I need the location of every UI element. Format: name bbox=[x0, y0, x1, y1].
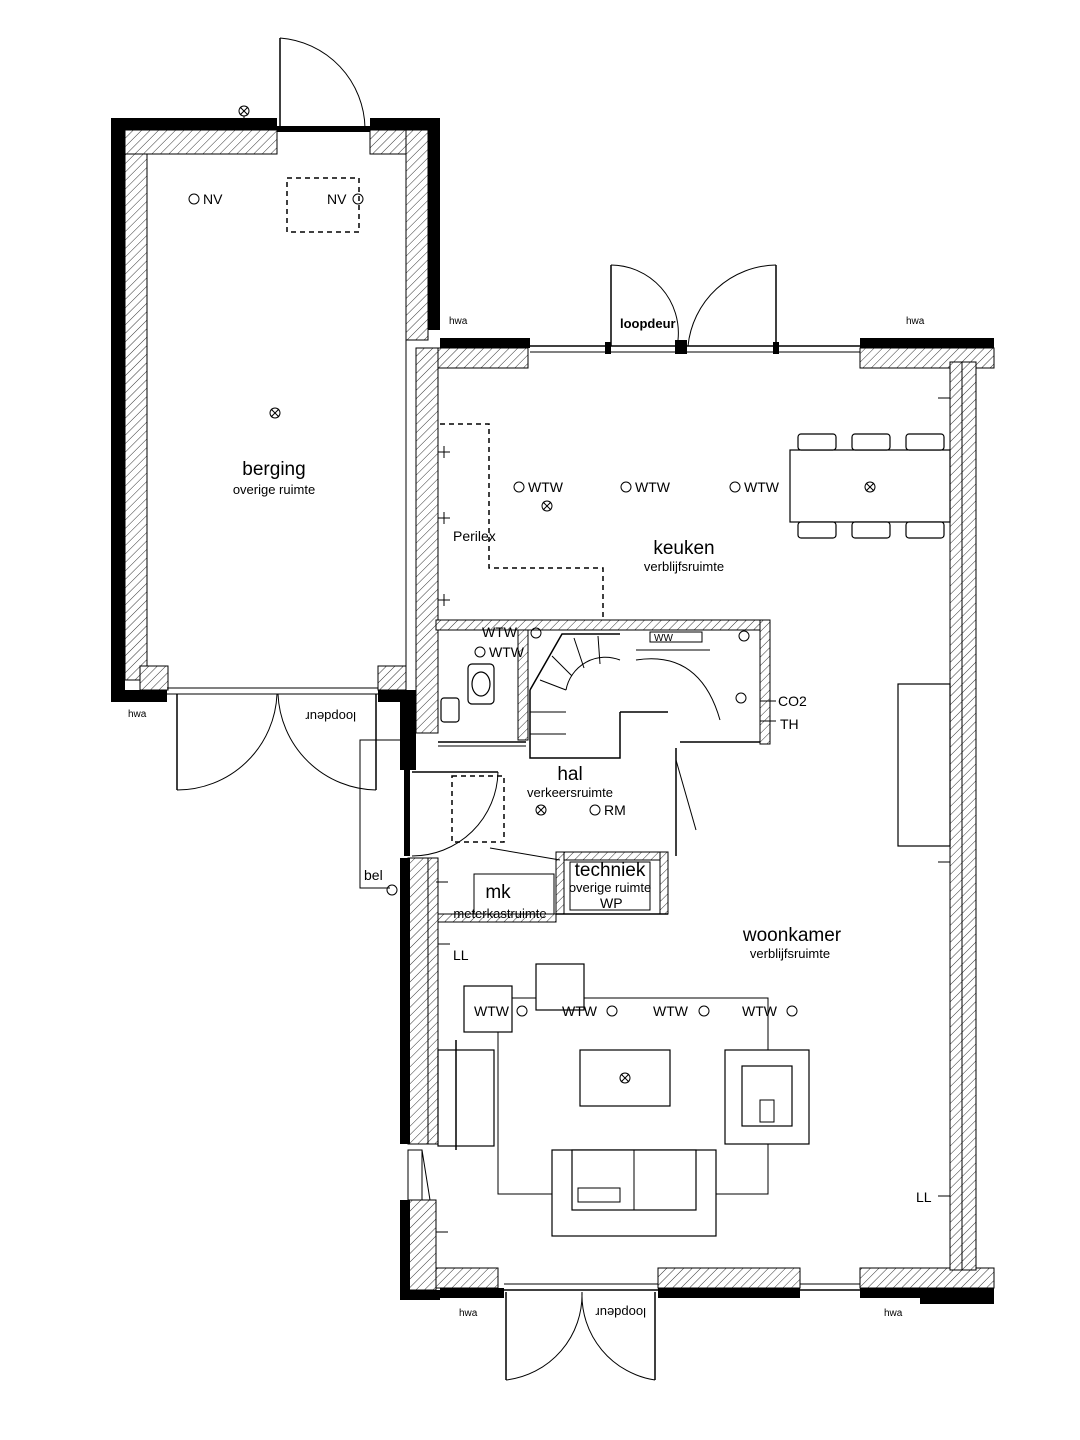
svg-text:WW: WW bbox=[654, 633, 673, 644]
svg-text:WTW: WTW bbox=[635, 479, 671, 495]
hwa-label-3: hwa bbox=[906, 316, 925, 327]
toilet bbox=[440, 663, 495, 723]
hal-inner-door[interactable] bbox=[675, 748, 697, 856]
svg-text:hal: hal bbox=[557, 764, 582, 785]
ll-outlet-right: LL bbox=[916, 1189, 950, 1205]
hwa-label-5: hwa bbox=[884, 1308, 903, 1319]
svg-text:RM: RM bbox=[604, 802, 626, 818]
woonkamer-label: woonkamer verblijfsruimte bbox=[742, 925, 842, 961]
berging-bottom-doors[interactable] bbox=[167, 687, 378, 791]
svg-text:mk: mk bbox=[485, 882, 511, 903]
wtw-vent-woonkamer-4: WTW bbox=[742, 1003, 798, 1019]
svg-text:verblijfsruimte: verblijfsruimte bbox=[750, 946, 830, 961]
svg-text:bel: bel bbox=[364, 867, 383, 883]
svg-text:LL: LL bbox=[916, 1189, 932, 1205]
main-walls bbox=[400, 338, 995, 1304]
svg-text:NV: NV bbox=[327, 191, 347, 207]
svg-text:WP: WP bbox=[600, 895, 623, 911]
core-walls bbox=[435, 619, 771, 747]
side-table-1 bbox=[463, 985, 513, 1033]
berging-hatch bbox=[286, 177, 360, 233]
wtw-vent-toilet: WTW WTW bbox=[474, 624, 542, 660]
svg-text:WTW: WTW bbox=[474, 1003, 510, 1019]
thermostat: TH bbox=[760, 716, 799, 732]
ceiling-light-keuken bbox=[541, 500, 553, 512]
berging-top-door[interactable] bbox=[277, 37, 370, 132]
svg-text:WTW: WTW bbox=[528, 479, 564, 495]
svg-text:WTW: WTW bbox=[742, 1003, 778, 1019]
techniek-label: techniek overige ruimte bbox=[569, 860, 651, 895]
entrance-door-bottom[interactable] bbox=[505, 1291, 656, 1381]
loopdeur-label-3: loopdeur bbox=[595, 1305, 646, 1320]
svg-text:overige ruimte: overige ruimte bbox=[569, 880, 651, 895]
ll-outlet-left: LL bbox=[438, 943, 469, 963]
meter-icon: WW bbox=[649, 630, 750, 704]
hwa-label-2: hwa bbox=[449, 316, 468, 327]
svg-text:meterkastruimte: meterkastruimte bbox=[453, 906, 546, 921]
nv-vent-1: NV bbox=[188, 191, 223, 207]
svg-text:overige ruimte: overige ruimte bbox=[233, 482, 315, 497]
svg-text:WTW: WTW bbox=[653, 1003, 689, 1019]
co2-sensor: CO2 bbox=[760, 693, 807, 709]
garden-door-top[interactable] bbox=[610, 264, 777, 347]
front-door-hal[interactable] bbox=[359, 739, 499, 889]
doorbell-icon: bel bbox=[364, 867, 398, 896]
smoke-detector: RM bbox=[589, 802, 626, 818]
hal-label: hal verkeersruimte bbox=[527, 764, 613, 800]
loopdeur-label-2: loopdeur bbox=[620, 316, 676, 331]
wtw-vent-keuken-3: WTW bbox=[729, 479, 780, 495]
wtw-vent-keuken-2: WTW bbox=[620, 479, 671, 495]
berging-label: berging overige ruimte bbox=[233, 459, 315, 497]
svg-text:woonkamer: woonkamer bbox=[742, 925, 842, 946]
wtw-vent-woonkamer-3: WTW bbox=[653, 1003, 710, 1019]
outlet-icon bbox=[238, 105, 250, 124]
ceiling-light-hal bbox=[535, 804, 547, 816]
wtw-vent-woonkamer-2: WTW bbox=[562, 1003, 618, 1019]
coffee-table bbox=[579, 1049, 671, 1107]
kitchen-outlets bbox=[438, 446, 450, 606]
side-table-2 bbox=[535, 963, 585, 1011]
nv-vent-2: NV bbox=[327, 191, 364, 207]
wall-sockets-right bbox=[436, 397, 950, 1233]
tv-cabinet bbox=[437, 1040, 495, 1150]
svg-text:LL: LL bbox=[453, 947, 469, 963]
svg-text:WTW: WTW bbox=[744, 479, 780, 495]
keuken-label: keuken verblijfsruimte bbox=[644, 538, 724, 574]
svg-text:techniek: techniek bbox=[575, 860, 646, 881]
dining-table bbox=[789, 433, 951, 539]
wall-unit bbox=[897, 683, 951, 847]
svg-text:NV: NV bbox=[203, 191, 223, 207]
loopdeur-label-1: loopdeur bbox=[305, 709, 356, 724]
bottom-left-window bbox=[407, 1149, 431, 1201]
hal-hatch bbox=[451, 775, 505, 843]
kitchen-counter-outline bbox=[440, 423, 604, 620]
wtw-vent-keuken-1: WTW bbox=[513, 479, 564, 495]
hwa-label-4: hwa bbox=[459, 1308, 478, 1319]
techniek-room: WP bbox=[555, 851, 669, 915]
staircase bbox=[529, 633, 721, 759]
svg-text:berging: berging bbox=[242, 459, 305, 480]
wtw-vent-woonkamer-1: WTW bbox=[474, 1003, 528, 1019]
meterkast-room bbox=[437, 847, 561, 923]
svg-text:CO2: CO2 bbox=[778, 693, 807, 709]
svg-text:keuken: keuken bbox=[653, 538, 714, 559]
berging-walls bbox=[111, 118, 440, 702]
armchair bbox=[724, 1049, 810, 1145]
perilex-label: Perilex bbox=[453, 528, 496, 544]
meterkast-label: mk meterkastruimte bbox=[453, 882, 546, 921]
svg-text:verkeersruimte: verkeersruimte bbox=[527, 785, 613, 800]
sofa bbox=[551, 1149, 717, 1237]
svg-text:WTW: WTW bbox=[562, 1003, 598, 1019]
svg-text:TH: TH bbox=[780, 716, 799, 732]
ceiling-light-berging bbox=[269, 407, 281, 419]
svg-text:WTW: WTW bbox=[482, 624, 518, 640]
svg-text:verblijfsruimte: verblijfsruimte bbox=[644, 559, 724, 574]
hwa-label-1: hwa bbox=[128, 709, 147, 720]
svg-text:WTW: WTW bbox=[489, 644, 525, 660]
